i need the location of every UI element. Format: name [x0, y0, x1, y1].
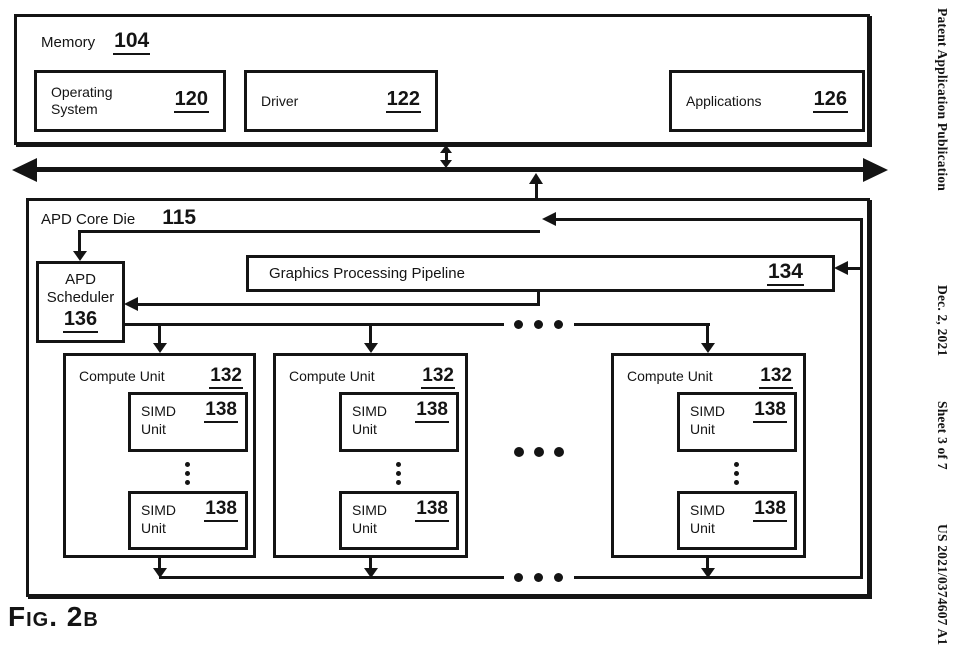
simd-unit-label: SIMD Unit	[141, 502, 176, 536]
compute-unit-ellipsis	[514, 447, 564, 457]
arrowhead-down-icon	[440, 160, 452, 168]
memory-label: Memory	[41, 34, 96, 51]
graphics-pipeline-box: Graphics Processing Pipeline 134	[246, 255, 835, 292]
operating-system-label: Operating System	[51, 84, 113, 117]
simd-unit-ref: 138	[204, 400, 238, 423]
memory-ref: 104	[113, 29, 151, 56]
dispatch-line-right	[574, 323, 710, 326]
simd-unit-ref: 138	[204, 499, 238, 522]
arrowhead-down-icon	[73, 251, 87, 261]
simd-unit-box: SIMD Unit 138	[677, 392, 797, 452]
apd-scheduler-label: APD Scheduler	[46, 271, 115, 306]
simd-unit-label: SIMD Unit	[352, 502, 387, 536]
compute-unit-ref: 132	[209, 366, 243, 389]
collector-line-right	[574, 576, 863, 579]
apd-scheduler-box: APD Scheduler 136	[36, 261, 125, 343]
figure-label: Fig. 2b	[8, 601, 99, 632]
simd-unit-label: SIMD Unit	[352, 403, 387, 437]
simd-unit-ref: 138	[753, 499, 787, 522]
scheduler-feed-drop	[78, 230, 81, 252]
cu2-in-drop	[369, 323, 372, 344]
driver-box: Driver 122	[244, 70, 438, 132]
simd-unit-box: SIMD Unit 138	[339, 491, 459, 550]
simd-unit-box: SIMD Unit 138	[128, 392, 248, 452]
dispatch-ellipsis	[514, 320, 563, 329]
compute-unit-ref: 132	[421, 366, 455, 389]
cu3-in-drop	[706, 323, 709, 344]
apd-core-die-box: APD Core Die 115 APD Scheduler 136 Graph…	[26, 198, 870, 597]
compute-unit-box: Compute Unit 132 SIMD Unit 138 SIMD Unit…	[611, 353, 806, 558]
compute-unit-label: Compute Unit	[627, 368, 713, 384]
arrowhead-down-icon	[153, 568, 167, 578]
feedback-pipeline-stub	[848, 267, 863, 270]
simd-unit-box: SIMD Unit 138	[128, 491, 248, 550]
applications-box: Applications 126	[669, 70, 865, 132]
publication-date: Dec. 2, 2021	[935, 285, 950, 357]
arrowhead-down-icon	[364, 568, 378, 578]
connector-shaft	[445, 151, 448, 163]
dispatch-line-left	[124, 323, 504, 326]
arrowhead-left-icon	[124, 297, 138, 311]
simd-unit-label: SIMD Unit	[141, 403, 176, 437]
arrowhead-down-icon	[364, 343, 378, 353]
simd-unit-ref: 138	[753, 400, 787, 423]
graphics-pipeline-ref: 134	[766, 260, 804, 287]
feedback-right-line	[860, 218, 863, 579]
arrowhead-left-icon	[834, 261, 848, 275]
simd-ellipsis	[396, 462, 401, 485]
compute-unit-title: Compute Unit 132	[614, 356, 803, 389]
simd-ellipsis	[734, 462, 739, 485]
sheet-number: Sheet 3 of 7	[935, 401, 950, 470]
simd-unit-ref: 138	[415, 400, 449, 423]
memory-title: Memory 104	[41, 29, 151, 56]
cu2-out-drop	[369, 558, 372, 570]
bus-shaft	[34, 167, 866, 172]
apd-ref: 115	[161, 206, 198, 233]
feedback-top-line	[556, 218, 863, 221]
apd-title: APD Core Die 115	[41, 206, 198, 233]
scheduler-feed-line	[78, 230, 540, 233]
collector-ellipsis	[514, 573, 563, 582]
compute-unit-box: Compute Unit 132 SIMD Unit 138 SIMD Unit…	[273, 353, 468, 558]
patent-number: US 2021/0374607 A1	[935, 524, 950, 646]
operating-system-box: Operating System 120	[34, 70, 226, 132]
apd-label: APD Core Die	[41, 211, 136, 228]
graphics-pipeline-label: Graphics Processing Pipeline	[269, 264, 465, 282]
applications-ref: 126	[812, 89, 848, 113]
driver-ref: 122	[385, 89, 421, 113]
simd-unit-box: SIMD Unit 138	[677, 491, 797, 550]
bus-arrowhead-right-icon	[863, 158, 888, 182]
collector-line-left	[159, 576, 504, 579]
driver-label: Driver	[261, 92, 299, 109]
simd-unit-box: SIMD Unit 138	[339, 392, 459, 452]
cu1-in-drop	[158, 323, 161, 344]
pipeline-scheduler-drop	[537, 292, 540, 306]
pipeline-scheduler-line	[137, 303, 540, 306]
compute-unit-label: Compute Unit	[289, 368, 375, 384]
compute-unit-label: Compute Unit	[79, 368, 165, 384]
cu3-out-drop	[706, 558, 709, 570]
cu1-out-drop	[158, 558, 161, 570]
simd-unit-label: SIMD Unit	[690, 403, 725, 437]
arrowhead-up-icon	[440, 145, 452, 153]
arrowhead-down-icon	[701, 343, 715, 353]
applications-label: Applications	[686, 92, 762, 109]
publication-title: Patent Application Publication	[935, 8, 950, 192]
compute-unit-title: Compute Unit 132	[276, 356, 465, 389]
patent-header-sidebar: Patent Application Publication Dec. 2, 2…	[926, 8, 952, 650]
compute-unit-title: Compute Unit 132	[66, 356, 253, 389]
arrowhead-down-icon	[153, 343, 167, 353]
bus-arrowhead-left-icon	[12, 158, 37, 182]
arrowhead-up-icon	[529, 173, 543, 184]
simd-unit-ref: 138	[415, 499, 449, 522]
memory-box: Memory 104 Operating System 120 Driver 1…	[14, 14, 870, 145]
compute-unit-box: Compute Unit 132 SIMD Unit 138 SIMD Unit…	[63, 353, 256, 558]
apd-scheduler-ref: 136	[62, 309, 99, 333]
compute-unit-ref: 132	[759, 366, 793, 389]
arrowhead-left-icon	[542, 212, 556, 226]
simd-ellipsis	[185, 462, 190, 485]
simd-unit-label: SIMD Unit	[690, 502, 725, 536]
arrowhead-down-icon	[701, 568, 715, 578]
operating-system-ref: 120	[173, 89, 209, 113]
